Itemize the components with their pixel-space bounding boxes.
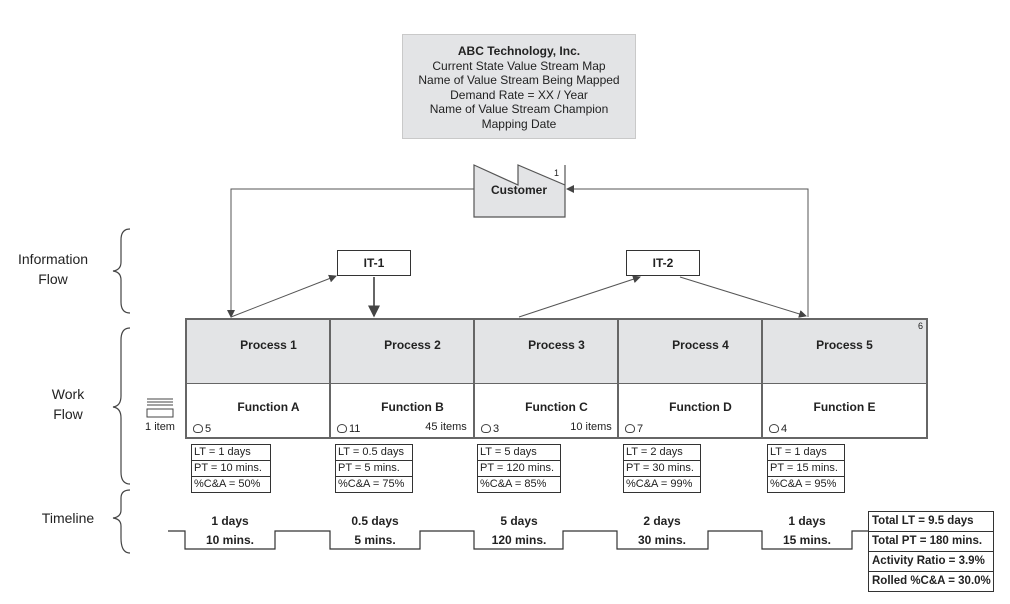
operator-icon: [337, 424, 347, 433]
it-box-1: IT-1: [337, 250, 411, 276]
process-box-5: Process 5 6 Function E 4: [761, 318, 928, 439]
totals-box: Total LT = 9.5 days Total PT = 180 mins.…: [868, 511, 994, 592]
label-information: Information: [18, 251, 89, 267]
data-lt: LT = 0.5 days: [336, 445, 412, 461]
data-ca: %C&A = 75%: [338, 478, 405, 490]
operator-icon: [769, 424, 779, 433]
data-lt: LT = 5 days: [478, 445, 560, 461]
process-box-1: Process 12 Function A 5: [185, 318, 352, 439]
header-line-champion: Name of Value Stream Champion: [429, 102, 609, 117]
operator-count-value: 7: [637, 423, 644, 435]
header-line-demand: Demand Rate = XX / Year: [450, 87, 588, 102]
process-function: Function B: [381, 400, 444, 414]
data-box-4: LT = 2 days PT = 30 mins. %C&A = 99%: [623, 444, 701, 493]
data-pt: PT = 30 mins.: [624, 461, 700, 477]
process3-to-it2-line: [518, 275, 641, 318]
operator-count: 7: [625, 423, 643, 435]
data-pt: PT = 15 mins.: [768, 461, 844, 477]
timeline-lead-4: 2 days: [643, 514, 681, 528]
activity-ratio: Activity Ratio = 3.9%: [869, 552, 993, 572]
total-process-time: Total PT = 180 mins.: [869, 532, 993, 552]
timeline-lead-1: 1 days: [211, 514, 249, 528]
data-box-2: LT = 0.5 days PT = 5 mins. %C&A = 75%: [335, 444, 413, 493]
header-line-date: Mapping Date: [481, 116, 557, 131]
process-name: Process 4: [672, 338, 729, 352]
rolled-ca: Rolled %C&A = 30.0%: [872, 575, 991, 587]
operator-count-value: 4: [781, 423, 788, 435]
process-name: Process 3: [528, 338, 585, 352]
timeline-proc-5: 15 mins.: [782, 533, 832, 547]
company-name: ABC Technology, Inc.: [457, 44, 581, 58]
process-number: 6: [917, 321, 923, 331]
data-lt: LT = 1 days: [192, 445, 270, 461]
timeline-proc-3: 120 mins.: [491, 533, 547, 547]
timeline-proc-4: 30 mins.: [637, 533, 687, 547]
data-box-1: LT = 1 days PT = 10 mins. %C&A = 50%: [191, 444, 271, 493]
brace-information: [112, 228, 131, 314]
customer-label: Customer: [490, 183, 547, 197]
header-line-value-stream: Name of Value Stream Being Mapped: [418, 73, 620, 88]
it2-to-process5-line: [679, 276, 807, 318]
operator-count: 4: [769, 423, 787, 435]
data-ca: %C&A = 95%: [770, 478, 837, 490]
data-box-3: LT = 5 days PT = 120 mins. %C&A = 85%: [477, 444, 561, 493]
data-ca: %C&A = 85%: [480, 478, 547, 490]
inventory-label-3: 10 items: [570, 421, 612, 433]
timeline-lead-3: 5 days: [500, 514, 538, 528]
timeline-lead-5: 1 days: [788, 514, 826, 528]
timeline-ladder: [168, 530, 868, 550]
header-line-map-type: Current State Value Stream Map: [432, 58, 606, 73]
it-box-2: IT-2: [626, 250, 700, 276]
process-function: Function D: [669, 400, 732, 414]
operator-count-value: 3: [493, 423, 500, 435]
data-pt: PT = 120 mins.: [478, 461, 560, 477]
inventory-icon-1: [146, 398, 174, 418]
process-box-3: Process 34 Function C 3: [473, 318, 640, 439]
process5-to-customer-line: [566, 185, 809, 317]
label-information-flow: Information Flow: [18, 249, 88, 289]
operator-icon: [481, 424, 491, 433]
timeline-lead-2: 0.5 days: [351, 514, 399, 528]
process-function: Function A: [237, 400, 300, 414]
process-name: Process 2: [384, 338, 441, 352]
data-lt: LT = 1 days: [768, 445, 844, 461]
brace-work: [112, 327, 131, 485]
total-lead-time: Total LT = 9.5 days: [869, 512, 993, 532]
data-ca: %C&A = 99%: [626, 478, 693, 490]
label-work: Work: [51, 386, 85, 402]
process-name: Process 1: [240, 338, 297, 352]
process-name: Process 5: [816, 338, 873, 352]
process1-to-it1-line: [230, 274, 337, 318]
timeline-proc-1: 10 mins.: [205, 533, 255, 547]
customer-factory-icon: [473, 164, 566, 218]
process-box-4: Process 45 Function D 7: [617, 318, 784, 439]
label-timeline: Timeline: [41, 510, 95, 526]
process-function: Function C: [525, 400, 588, 414]
data-pt: PT = 5 mins.: [336, 461, 412, 477]
data-lt: LT = 2 days: [624, 445, 700, 461]
operator-icon: [625, 424, 635, 433]
operator-count-value: 11: [349, 423, 361, 435]
operator-count-value: 5: [205, 423, 212, 435]
timeline-proc-2: 5 mins.: [354, 533, 396, 547]
inventory-label-1: 1 item: [145, 421, 175, 433]
process-function: Function E: [813, 400, 876, 414]
brace-timeline: [112, 489, 131, 554]
inventory-label-2: 45 items: [425, 421, 467, 433]
data-pt: PT = 10 mins.: [192, 461, 270, 477]
label-work-flow: Work Flow: [33, 384, 103, 424]
data-ca: %C&A = 50%: [194, 478, 261, 490]
operator-count: 3: [481, 423, 499, 435]
label-work-flow-word: Flow: [53, 406, 83, 422]
customer-to-process1-line: [227, 188, 474, 318]
data-box-5: LT = 1 days PT = 15 mins. %C&A = 95%: [767, 444, 845, 493]
vsm-header-box: ABC Technology, Inc. Current State Value…: [402, 34, 636, 139]
operator-icon: [193, 424, 203, 433]
customer-number: 1: [554, 168, 560, 178]
operator-count: 5: [193, 423, 211, 435]
label-info-flow: Flow: [38, 271, 68, 287]
operator-count: 11: [337, 423, 360, 435]
